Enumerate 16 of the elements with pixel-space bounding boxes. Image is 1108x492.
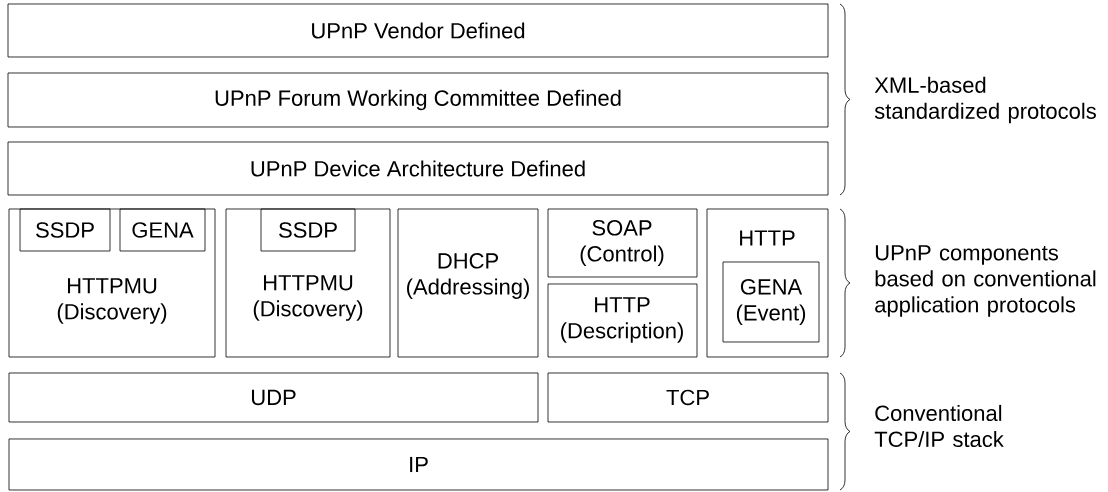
- protocol-box: TCP: [547, 372, 829, 423]
- group-label: UPnP components based on conventional application protocols: [875, 245, 1096, 317]
- protocol-box: SOAP (Control): [547, 208, 698, 278]
- protocol-box: UPnP Forum Working Committee Defined: [7, 72, 829, 128]
- protocol-box: SSDP: [19, 208, 111, 252]
- protocol-box: HTTP (Description): [547, 283, 698, 358]
- group-label: Conventional TCP/IP stack: [874, 404, 1004, 448]
- protocol-box: UDP: [8, 372, 539, 423]
- protocol-box: UPnP Device Architecture Defined: [7, 141, 829, 196]
- protocol-box: GENA (Event): [722, 261, 820, 343]
- protocol-box: GENA: [119, 208, 206, 252]
- protocol-box: IP: [8, 438, 829, 491]
- protocol-box: DHCP (Addressing): [397, 208, 539, 358]
- group-label: XML-based standardized protocols: [874, 76, 1096, 124]
- protocol-box: UPnP Vendor Defined: [7, 3, 829, 58]
- protocol-box: SSDP: [260, 208, 356, 252]
